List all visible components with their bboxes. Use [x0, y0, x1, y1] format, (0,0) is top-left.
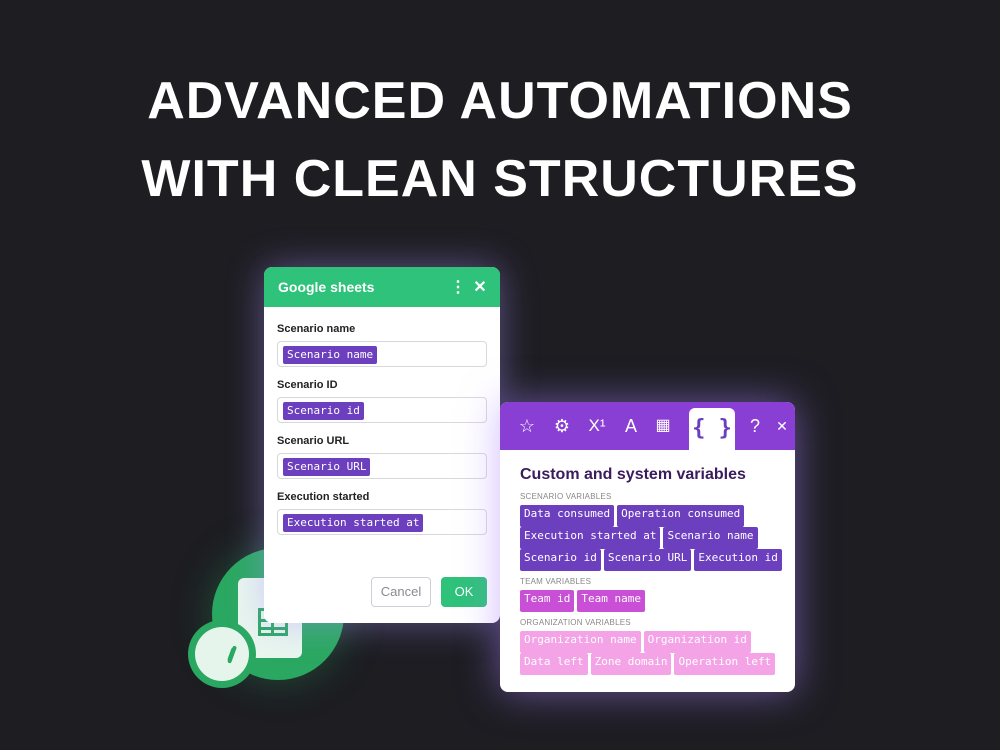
variable-pill[interactable]: Scenario name — [663, 527, 758, 549]
superscript-icon[interactable]: X¹ — [588, 416, 606, 435]
headline-line-2: WITH CLEAN STRUCTURES — [141, 150, 859, 208]
braces-icon[interactable]: { } — [689, 408, 735, 450]
variable-pill[interactable]: Scenario id — [283, 402, 364, 420]
variable-row: Organization name Organization id — [520, 631, 795, 653]
variable-pill[interactable]: Operation left — [674, 653, 776, 675]
field-label-execution-started: Execution started — [277, 491, 370, 503]
clock-minute-hand — [227, 647, 236, 662]
variable-pill[interactable]: Scenario name — [283, 346, 378, 364]
variable-row: Team id Team name — [520, 590, 795, 612]
clock-icon — [188, 620, 256, 688]
variable-pill[interactable]: Operation consumed — [617, 505, 745, 527]
variables-toolbar: ☆ ⚙ X¹ A ▦ { } ? ✕ — [500, 402, 795, 450]
calendar-icon[interactable]: ▦ — [655, 417, 671, 434]
variable-pill[interactable]: Team id — [520, 590, 575, 612]
variables-title: Custom and system variables — [520, 466, 746, 483]
variable-pill[interactable]: Scenario URL — [603, 549, 692, 571]
scenario-name-field[interactable]: Scenario name — [277, 341, 487, 367]
help-icon[interactable]: ? — [749, 416, 760, 436]
variable-row: Data consumed Operation consumed — [520, 505, 795, 527]
variable-pill[interactable]: Organization id — [643, 631, 751, 653]
section-heading-scenario: SCENARIO VARIABLES — [520, 492, 612, 501]
variables-panel: ☆ ⚙ X¹ A ▦ { } ? ✕ Custom and system var… — [500, 402, 795, 692]
variable-pill[interactable]: Zone domain — [590, 653, 672, 675]
text-icon[interactable]: A — [624, 416, 637, 436]
clock-face — [195, 627, 249, 681]
variable-pill[interactable]: Scenario URL — [283, 458, 371, 476]
google-sheets-header: Google sheets ⋮ ✕ — [264, 267, 500, 307]
variables-body: Custom and system variables SCENARIO VAR… — [500, 450, 795, 675]
star-icon[interactable]: ☆ — [518, 416, 536, 436]
google-sheets-footer: Cancel OK — [371, 577, 487, 607]
variable-pill[interactable]: Data consumed — [520, 505, 615, 527]
field-label-scenario-url: Scenario URL — [277, 435, 350, 447]
close-icon[interactable]: ✕ — [776, 418, 788, 434]
variable-pill[interactable]: Execution started at — [520, 527, 661, 549]
variable-pill[interactable]: Scenario id — [520, 549, 601, 571]
variable-pill[interactable]: Team name — [577, 590, 645, 612]
variable-pill[interactable]: Data left — [520, 653, 588, 675]
field-label-scenario-name: Scenario name — [277, 323, 356, 335]
google-sheets-form: Scenario name Scenario name Scenario ID … — [264, 307, 500, 535]
more-vert-icon[interactable]: ⋮ — [450, 279, 466, 296]
variable-row: Execution started at Scenario name — [520, 527, 795, 549]
google-sheets-panel: Google sheets ⋮ ✕ Scenario name Scenario… — [264, 267, 500, 623]
variable-row: Scenario id Scenario URL Execution id — [520, 549, 795, 571]
scenario-url-field[interactable]: Scenario URL — [277, 453, 487, 479]
google-sheets-title: Google sheets — [278, 279, 375, 295]
gear-icon[interactable]: ⚙ — [553, 416, 571, 436]
cancel-button[interactable]: Cancel — [371, 577, 431, 607]
variable-pill[interactable]: Execution started at — [283, 514, 424, 532]
field-label-scenario-id: Scenario ID — [277, 379, 338, 391]
ok-button[interactable]: OK — [441, 577, 487, 607]
close-icon[interactable]: ✕ — [473, 279, 487, 296]
variable-pill[interactable]: Organization name — [520, 631, 641, 653]
section-heading-organization: ORGANIZATION VARIABLES — [520, 618, 631, 627]
headline-line-1: ADVANCED AUTOMATIONS — [147, 72, 853, 130]
scenario-id-field[interactable]: Scenario id — [277, 397, 487, 423]
execution-started-field[interactable]: Execution started at — [277, 509, 487, 535]
variable-row: Data left Zone domain Operation left — [520, 653, 795, 675]
section-heading-team: TEAM VARIABLES — [520, 577, 592, 586]
variable-pill[interactable]: Execution id — [694, 549, 782, 571]
